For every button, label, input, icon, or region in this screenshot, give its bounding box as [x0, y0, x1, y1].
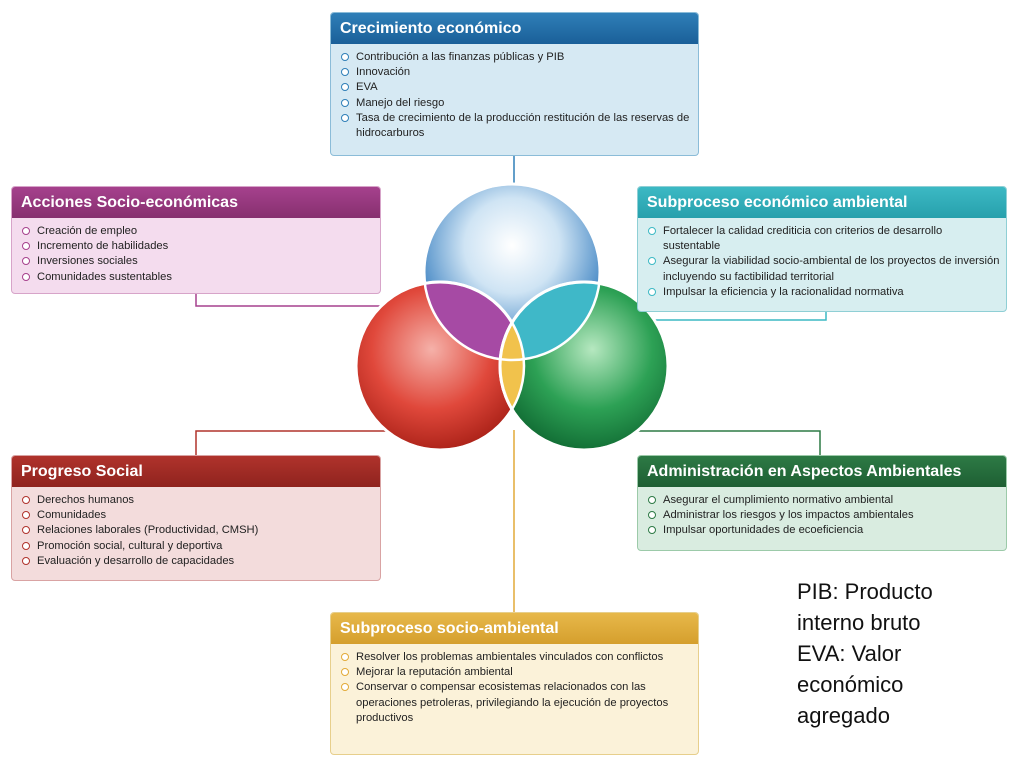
list-item: Comunidades sustentables	[21, 270, 374, 285]
bullet-icon	[648, 496, 656, 504]
box-subproceso-economico-ambiental: Subproceso económico ambiental Fortalece…	[637, 186, 1007, 312]
abbreviation-note: PIB: Producto interno bruto EVA: Valor e…	[797, 576, 997, 731]
item-list: Derechos humanos Comunidades Relaciones …	[12, 487, 380, 575]
bullet-icon	[22, 272, 30, 281]
list-item: Impulsar la eficiencia y la racionalidad…	[647, 285, 1000, 300]
bullet-icon	[22, 556, 30, 565]
box-acciones-socioeconomicas: Acciones Socio-económicas Creación de em…	[11, 186, 381, 294]
list-item: Comunidades	[21, 508, 374, 523]
bullet-icon	[22, 257, 30, 266]
bullet-icon	[341, 683, 349, 692]
note-line: económico	[797, 672, 904, 697]
box-crecimiento-economico: Crecimiento económico Contribución a las…	[330, 12, 699, 156]
list-item: Evaluación y desarrollo de capacidades	[21, 554, 374, 569]
list-item: EVA	[340, 80, 692, 95]
box-title: Administración en Aspectos Ambientales	[638, 456, 1006, 487]
bullet-icon	[648, 227, 656, 235]
box-title: Subproceso económico ambiental	[638, 187, 1006, 218]
list-item: Derechos humanos	[21, 493, 374, 508]
bullet-icon	[341, 113, 349, 122]
list-item: Fortalecer la calidad crediticia con cri…	[647, 224, 1000, 254]
bullet-icon	[341, 98, 349, 107]
list-item: Impulsar oportunidades de ecoeficiencia	[647, 523, 1000, 538]
connector-progreso	[195, 430, 392, 455]
box-subproceso-socio-ambiental: Subproceso socio-ambiental Resolver los …	[330, 612, 699, 755]
item-list: Resolver los problemas ambientales vincu…	[331, 644, 698, 732]
list-item: Promoción social, cultural y deportiva	[21, 539, 374, 554]
bullet-icon	[648, 511, 656, 520]
list-item: Manejo del riesgo	[340, 96, 692, 111]
list-item: Asegurar la viabilidad socio-ambiental d…	[647, 254, 1000, 284]
note-line: agregado	[797, 703, 890, 728]
bullet-icon	[341, 83, 349, 92]
bullet-icon	[648, 287, 656, 296]
bullet-icon	[648, 257, 656, 266]
connector-subeco	[588, 312, 827, 321]
connector-admin	[612, 430, 821, 455]
bullet-icon	[648, 526, 656, 535]
list-item: Creación de empleo	[21, 224, 374, 239]
bullet-icon	[22, 511, 30, 520]
item-list: Creación de empleo Incremento de habilid…	[12, 218, 380, 291]
list-item: Mejorar la reputación ambiental	[340, 665, 692, 680]
connector-acciones	[195, 294, 420, 307]
box-progreso-social: Progreso Social Derechos humanos Comunid…	[11, 455, 381, 581]
item-list: Asegurar el cumplimiento normativo ambie…	[638, 487, 1006, 545]
bullet-icon	[22, 526, 30, 535]
list-item: Administrar los riesgos y los impactos a…	[647, 508, 1000, 523]
list-item: Asegurar el cumplimiento normativo ambie…	[647, 493, 1000, 508]
list-item: Incremento de habilidades	[21, 239, 374, 254]
box-title: Subproceso socio-ambiental	[331, 613, 698, 644]
note-line: PIB: Producto	[797, 579, 933, 604]
bullet-icon	[341, 653, 349, 661]
list-item: Conservar o compensar ecosistemas relaci…	[340, 680, 692, 726]
box-title: Acciones Socio-económicas	[12, 187, 380, 218]
list-item: Tasa de crecimiento de la producción res…	[340, 111, 692, 141]
note-line: interno bruto	[797, 610, 921, 635]
list-item: Contribución a las finanzas públicas y P…	[340, 50, 692, 65]
bullet-icon	[22, 541, 30, 550]
box-title: Crecimiento económico	[331, 13, 698, 44]
bullet-icon	[22, 242, 30, 251]
list-item: Innovación	[340, 65, 692, 80]
bullet-icon	[341, 53, 349, 61]
list-item: Inversiones sociales	[21, 254, 374, 269]
bullet-icon	[341, 68, 349, 77]
box-administracion-ambiental: Administración en Aspectos Ambientales A…	[637, 455, 1007, 551]
list-item: Resolver los problemas ambientales vincu…	[340, 650, 692, 665]
note-line: EVA: Valor	[797, 641, 902, 666]
bullet-icon	[341, 668, 349, 677]
bullet-icon	[22, 227, 30, 235]
item-list: Fortalecer la calidad crediticia con cri…	[638, 218, 1006, 306]
item-list: Contribución a las finanzas públicas y P…	[331, 44, 698, 147]
box-title: Progreso Social	[12, 456, 380, 487]
list-item: Relaciones laborales (Productividad, CMS…	[21, 523, 374, 538]
bullet-icon	[22, 496, 30, 504]
